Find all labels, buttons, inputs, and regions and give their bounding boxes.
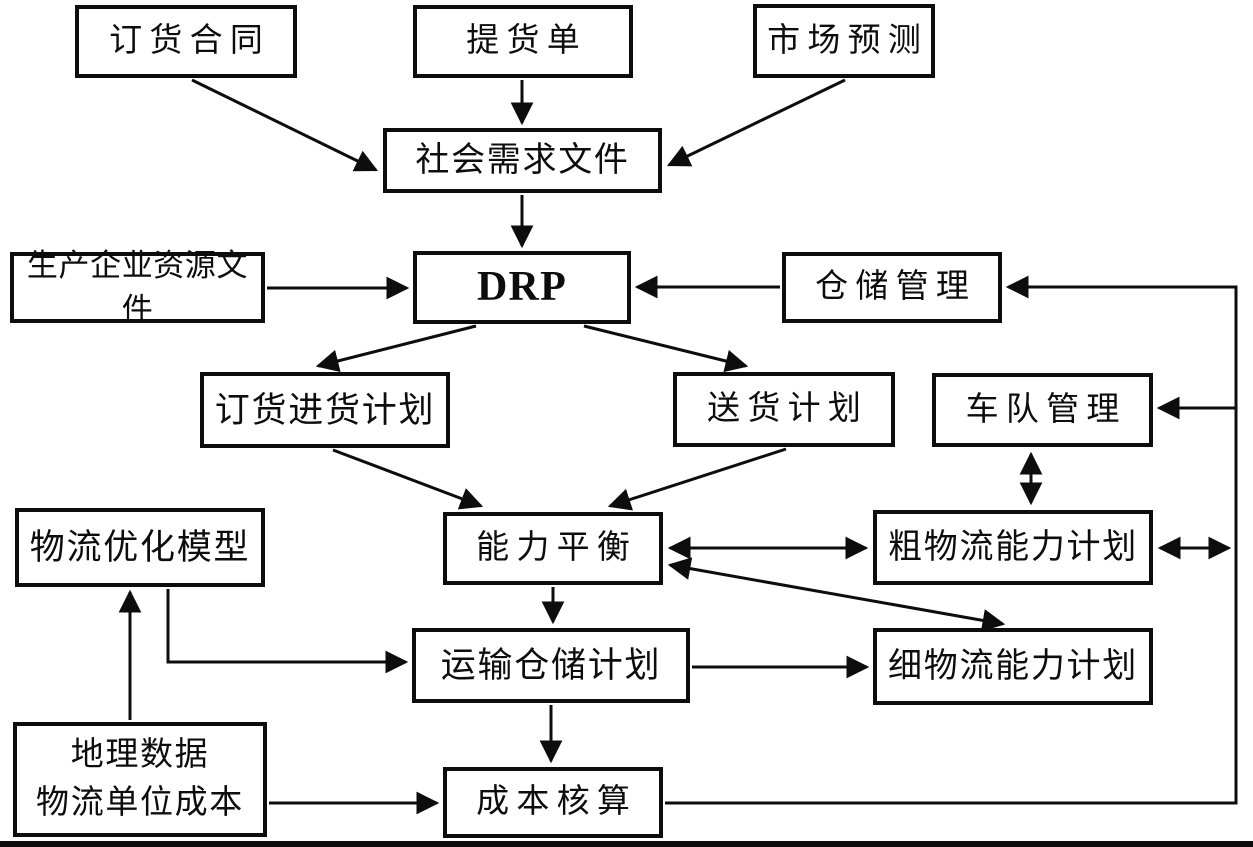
node-order-contract: 订货合同 bbox=[75, 5, 297, 78]
edge-order-purchase-to-capacity-balance bbox=[332, 448, 484, 510]
bottom-border-band bbox=[0, 841, 1253, 847]
node-social-demand-file: 社会需求文件 bbox=[383, 128, 662, 193]
node-delivery-plan: 送货计划 bbox=[673, 372, 895, 447]
node-enterprise-resource-file: 生产企业资源文件 bbox=[10, 248, 265, 327]
edge-opt-model-to-transport-plan bbox=[166, 589, 409, 674]
node-warehouse-management: 仓储管理 bbox=[782, 252, 1002, 323]
node-cost-accounting: 成本核算 bbox=[443, 767, 663, 838]
node-logistics-optimization-model: 物流优化模型 bbox=[15, 508, 265, 587]
node-pickup-list: 提货单 bbox=[413, 5, 633, 78]
node-detailed-logistics-capacity-plan: 细物流能力计划 bbox=[873, 628, 1153, 705]
edge-order-contract-to-social-demand bbox=[191, 78, 379, 172]
edge-market-forecast-to-social-demand bbox=[666, 78, 846, 167]
node-fleet-management: 车队管理 bbox=[932, 373, 1153, 447]
node-order-purchase-plan: 订货进货计划 bbox=[200, 372, 450, 448]
edge-capacity-balance-detailed-plan bbox=[667, 557, 1006, 632]
node-transport-warehouse-plan: 运输仓储计划 bbox=[412, 628, 690, 703]
edge-delivery-plan-to-capacity-balance bbox=[607, 447, 787, 511]
node-rough-logistics-capacity-plan: 粗物流能力计划 bbox=[873, 510, 1153, 585]
edge-cost-accounting-feedback-bus bbox=[665, 275, 1238, 805]
node-geo-data-unit-cost: 地理数据 物流单位成本 bbox=[13, 722, 267, 837]
edge-drp-to-delivery-plan bbox=[583, 324, 749, 373]
edge-drp-to-order-purchase-plan bbox=[315, 324, 477, 373]
node-drp: DRP bbox=[413, 251, 631, 324]
node-capacity-balance: 能力平衡 bbox=[443, 512, 663, 585]
node-market-forecast: 市场预测 bbox=[753, 4, 935, 78]
